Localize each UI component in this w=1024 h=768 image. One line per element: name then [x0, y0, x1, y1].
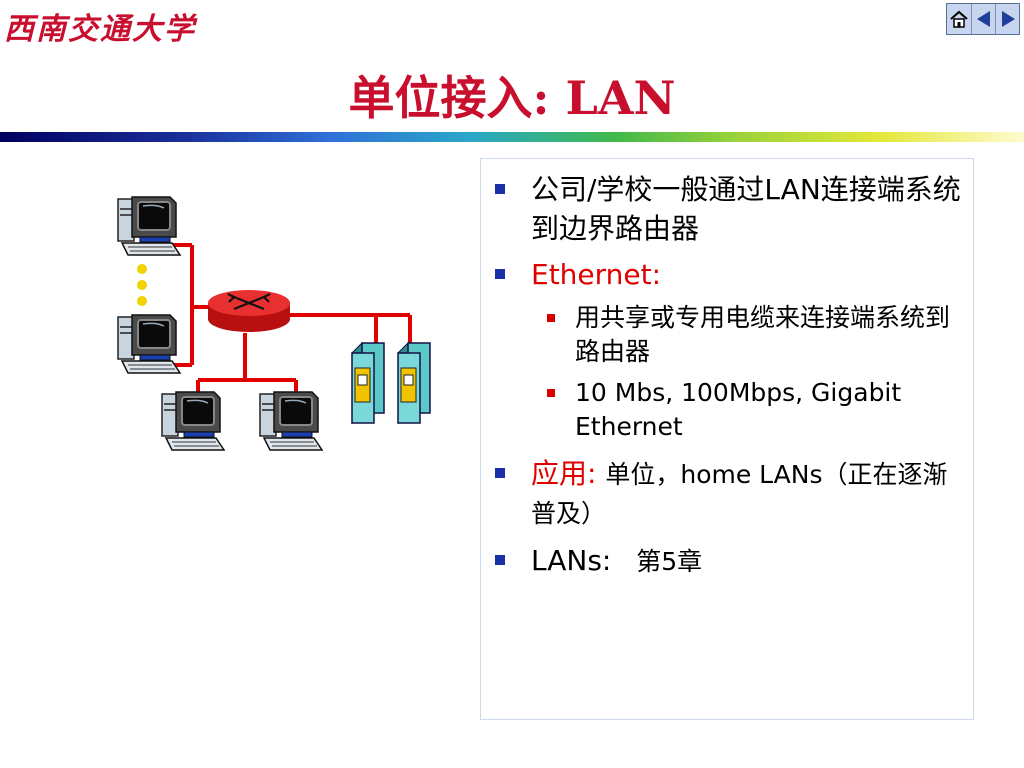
bullet-applications: 应用: 单位，home LANs（正在逐渐普及）	[495, 455, 965, 532]
sub-bullet-text: 10 Mbs, 100Mbps, Gigabit Ethernet	[575, 377, 902, 442]
host-top	[117, 196, 181, 256]
square-bullet-icon	[547, 313, 555, 322]
ellipsis-dots	[137, 264, 147, 306]
server-right	[397, 342, 431, 424]
sub-bullet-speeds: 10 Mbs, 100Mbps, Gigabit Ethernet	[495, 376, 965, 445]
university-logo: 西南交通大学	[4, 12, 196, 47]
host-bottom-left	[161, 391, 225, 451]
square-bullet-icon	[495, 269, 505, 280]
bullet-lan-connection: 公司/学校一般通过LAN连接端系统到边界路由器	[495, 171, 965, 248]
bullet-heading: 应用:	[531, 456, 597, 490]
host-middle	[117, 314, 181, 374]
bullet-text-box: 公司/学校一般通过LAN连接端系统到边界路由器 Ethernet: 用共享或专用…	[480, 158, 974, 720]
bullet-lans-chapter: LANs: 第5章	[495, 542, 965, 581]
bullet-heading: LANs:	[531, 544, 612, 578]
bullet-text: 第5章	[636, 547, 703, 577]
bullet-text: 公司/学校一般通过LAN连接端系统到边界路由器	[531, 173, 961, 245]
lan-diagram	[117, 196, 431, 451]
server-left	[351, 342, 385, 424]
square-bullet-icon	[547, 388, 555, 397]
square-bullet-icon	[495, 555, 505, 566]
sub-bullet-cabling: 用共享或专用电缆来连接端系统到路由器	[495, 301, 965, 370]
triangle-right-icon	[1001, 11, 1015, 27]
slide-nav	[946, 3, 1020, 35]
home-icon	[950, 10, 968, 28]
square-bullet-icon	[495, 467, 505, 478]
sub-bullet-text: 用共享或专用电缆来连接端系统到路由器	[575, 302, 951, 367]
previous-button[interactable]	[971, 4, 995, 34]
triangle-left-icon	[976, 11, 990, 27]
rainbow-divider	[0, 132, 1024, 142]
square-bullet-icon	[495, 184, 505, 194]
router	[208, 290, 290, 332]
host-bottom-right	[259, 391, 323, 451]
slide-title: 单位接入: LAN	[348, 71, 676, 125]
bullet-text: 单位，home LANs（正在逐渐普及）	[531, 459, 948, 528]
home-button[interactable]	[947, 4, 971, 34]
bullet-ethernet: Ethernet:	[495, 256, 965, 295]
bullet-heading: Ethernet:	[531, 258, 662, 292]
next-button[interactable]	[995, 4, 1019, 34]
